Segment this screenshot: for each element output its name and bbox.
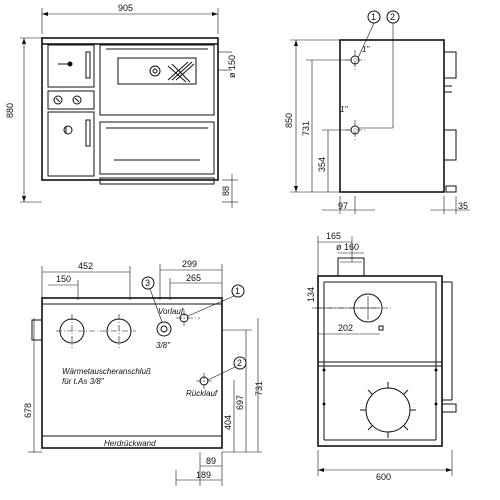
rear-dim-150: 150 xyxy=(56,274,71,284)
top-view: 165 ø 160 134 202 600 xyxy=(306,231,457,482)
front-base-label: 88 xyxy=(221,186,231,196)
rear-dim-452: 452 xyxy=(78,261,93,271)
rear-height-678: 678 xyxy=(23,403,33,418)
side-height-354: 354 xyxy=(317,157,327,172)
rear-height-731: 731 xyxy=(254,381,264,396)
rear-label-exchanger-1: Wärmetauscheranschluß xyxy=(62,367,151,376)
top-dim-134: 134 xyxy=(306,287,316,302)
side-height-731: 731 xyxy=(301,121,311,136)
front-width-label: 905 xyxy=(118,3,133,13)
rear-height-697: 697 xyxy=(235,395,245,410)
side-callout-1: 1 xyxy=(371,12,376,22)
rear-bottom-189: 189 xyxy=(196,470,211,480)
front-view: 905 xyxy=(5,3,238,208)
rear-callout-3: 3 xyxy=(145,278,150,288)
rear-label-3-8: 3/8" xyxy=(156,341,171,350)
front-flue-label: ø 150 xyxy=(227,55,237,78)
rear-label-flow: Vorlauf xyxy=(158,307,184,316)
side-callout-2: 2 xyxy=(390,12,395,22)
side-view: 1 2 1" 1" 850 731 354 97 35 xyxy=(284,10,470,214)
top-dim-202: 202 xyxy=(338,323,353,333)
rear-callout-2: 2 xyxy=(237,358,242,368)
rear-dim-265: 265 xyxy=(186,273,201,283)
side-height-total: 850 xyxy=(284,113,294,128)
rear-view: 452 150 299 265 3 1 xyxy=(23,259,264,486)
side-connector-1: 1" xyxy=(362,45,370,54)
rear-callout-1: 1 xyxy=(235,286,240,296)
side-depth-97: 97 xyxy=(338,201,348,211)
side-rear-35: 35 xyxy=(458,201,468,211)
rear-height-404: 404 xyxy=(223,415,233,430)
top-dim-diameter: ø 160 xyxy=(336,242,359,252)
rear-dim-299: 299 xyxy=(182,259,197,269)
hotplate-teeth xyxy=(360,382,416,438)
rear-label-exchanger-2: für t.As 3/8" xyxy=(62,377,105,386)
front-height-label: 880 xyxy=(5,103,15,118)
rear-bottom-89: 89 xyxy=(206,456,216,466)
side-connector-2: 1" xyxy=(340,105,348,114)
rear-label-return: Rücklauf xyxy=(186,389,218,398)
top-depth-600: 600 xyxy=(376,472,391,482)
top-dim-165: 165 xyxy=(326,231,341,241)
rear-label-back-wall: Herdrückwand xyxy=(104,439,156,448)
